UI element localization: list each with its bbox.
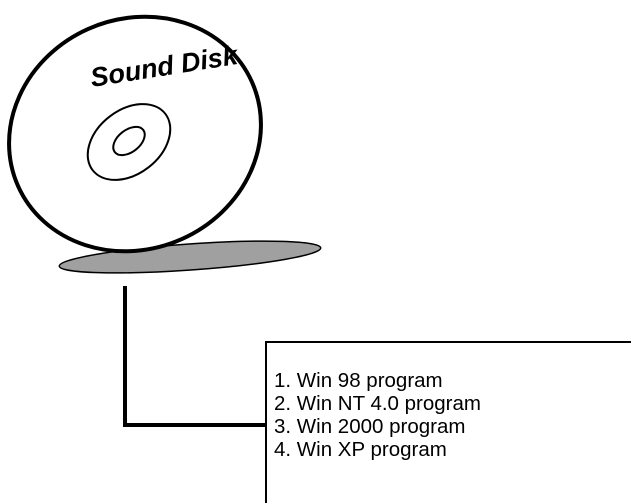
disk-shadow [58, 240, 322, 274]
connector-line [123, 286, 267, 427]
program-item-winxp: 4. Win XP program [274, 438, 447, 461]
disk-middle-ring [86, 103, 172, 181]
program-item-win98: 1. Win 98 program [274, 369, 443, 392]
program-list: 1. Win 98 program 2. Win NT 4.0 program … [274, 369, 481, 461]
program-item-win2000: 3. Win 2000 program [274, 415, 466, 438]
disk-outer-ring [7, 14, 263, 254]
program-item-winnt: 2. Win NT 4.0 program [274, 392, 481, 415]
disk-center-hole [112, 125, 146, 157]
program-list-box [265, 341, 631, 503]
